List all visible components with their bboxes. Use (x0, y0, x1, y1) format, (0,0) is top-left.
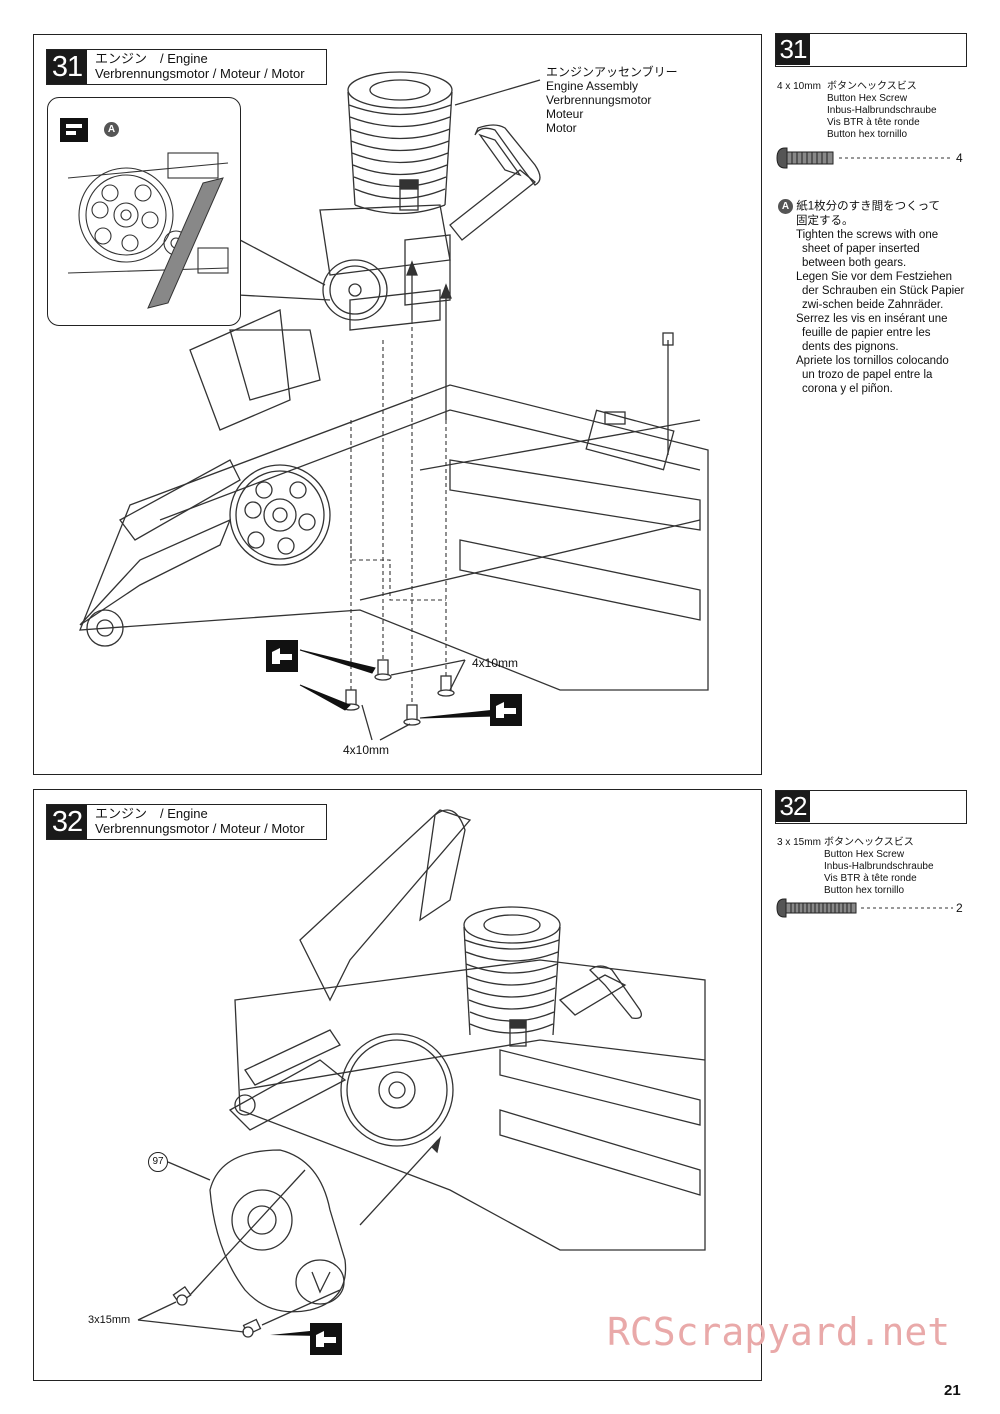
note-line: un trozo de papel entre la (802, 369, 933, 381)
page-number: 21 (944, 1382, 961, 1399)
screw-3x15-icon (776, 898, 953, 918)
part-spec-button-hex-screw: 3 x 15mm ボタンヘックスビス Button Hex Screw Inbu… (777, 837, 977, 899)
note-line: 紙1枚分のすき間をつくって (796, 200, 941, 213)
watermark: RCScrapyard.net (607, 1310, 951, 1354)
step-31-title-multi: Verbrennungsmotor / Moteur / Motor (95, 66, 305, 81)
part-size: 4 x 10mm (777, 81, 821, 92)
part-size: 3 x 15mm (777, 837, 821, 848)
step-32-number: 32 (47, 805, 87, 839)
note-line: der Schrauben ein Stück Papier (802, 285, 965, 297)
note-line: between both gears. (802, 257, 907, 269)
step-31-number: 31 (47, 50, 87, 84)
step-32-title: エンジン / Engine Verbrennungsmotor / Moteur… (87, 805, 315, 839)
part-ref-97: 97 (148, 1152, 168, 1172)
part-name-de: Inbus-Halbrundschraube (827, 105, 937, 116)
part-spec-button-hex-screw: 4 x 10mm ボタンヘックスビス Button Hex Screw Inbu… (777, 81, 977, 143)
engine-assembly-label: エンジンアッセンブリー Engine Assembly Verbrennungs… (546, 65, 678, 135)
marker-a-icon: A (778, 199, 793, 214)
note-line: 固定する。 (796, 215, 854, 227)
note-line: Serrez les vis en insérant une (796, 313, 948, 325)
note-line: feuille de papier entre les (802, 327, 931, 339)
tightening-note: A 紙1枚分のすき間をつくって 固定する。 Tighten the screws… (778, 199, 964, 396)
step-32-header: 32 エンジン / Engine Verbrennungsmotor / Mot… (46, 804, 327, 840)
part-name-fr: Vis BTR à tête ronde (824, 873, 917, 884)
part-name-en: Button Hex Screw (827, 93, 908, 104)
pointing-hand-icon (60, 118, 88, 142)
note-line: corona y el piñon. (802, 383, 893, 395)
screw-quantity: 2 (956, 901, 963, 915)
note-line: dents des pignons. (802, 341, 899, 353)
step-32-side-number: 32 (776, 791, 810, 822)
screw-quantity: 4 (956, 151, 963, 165)
marker-a-icon: A (104, 122, 119, 137)
note-line: zwi-schen beide Zahnräder. (802, 299, 944, 311)
tighten-tool-icon (266, 640, 298, 672)
gear-mesh-detail (67, 152, 229, 309)
screw-callout-top: 4x10mm (472, 656, 519, 670)
tighten-tool-icon (490, 694, 522, 726)
screw-callout-3x15: 3x15mm (88, 1314, 131, 1326)
step-31-side-header: 31 (775, 33, 967, 67)
note-line: Tighten the screws with one (796, 229, 939, 241)
step-31-side-number: 31 (776, 34, 810, 65)
part-name-jp: ボタンヘックスビス (827, 81, 917, 92)
step-32-title-multi: Verbrennungsmotor / Moteur / Motor (95, 821, 305, 836)
screw-callout-bottom: 4x10mm (343, 743, 390, 757)
part-name-fr: Vis BTR à tête ronde (827, 117, 920, 128)
part-name-jp: ボタンヘックスビス (824, 837, 914, 848)
note-line: sheet of paper inserted (802, 243, 920, 255)
note-line: Apriete los tornillos colocando (796, 355, 949, 367)
inset-detail-a: A (47, 97, 241, 326)
screw-4x10-icon (776, 147, 951, 169)
step-31-header: 31 エンジン / Engine Verbrennungsmotor / Mot… (46, 49, 327, 85)
part-name-en: Button Hex Screw (824, 849, 905, 860)
part-ref-number: 97 (152, 1156, 164, 1167)
step-31-title-jp: エンジン / Engine (95, 51, 208, 66)
tighten-tool-icon (310, 1323, 342, 1355)
note-line: Legen Sie vor dem Festziehen (796, 271, 952, 283)
step-31-title: エンジン / Engine Verbrennungsmotor / Moteur… (87, 50, 315, 84)
part-name-es: Button hex tornillo (827, 129, 908, 140)
step-32-title-jp: エンジン / Engine (95, 806, 208, 821)
step-32-side-header: 32 (775, 790, 967, 824)
part-name-es: Button hex tornillo (824, 885, 905, 896)
part-name-de: Inbus-Halbrundschraube (824, 861, 934, 872)
